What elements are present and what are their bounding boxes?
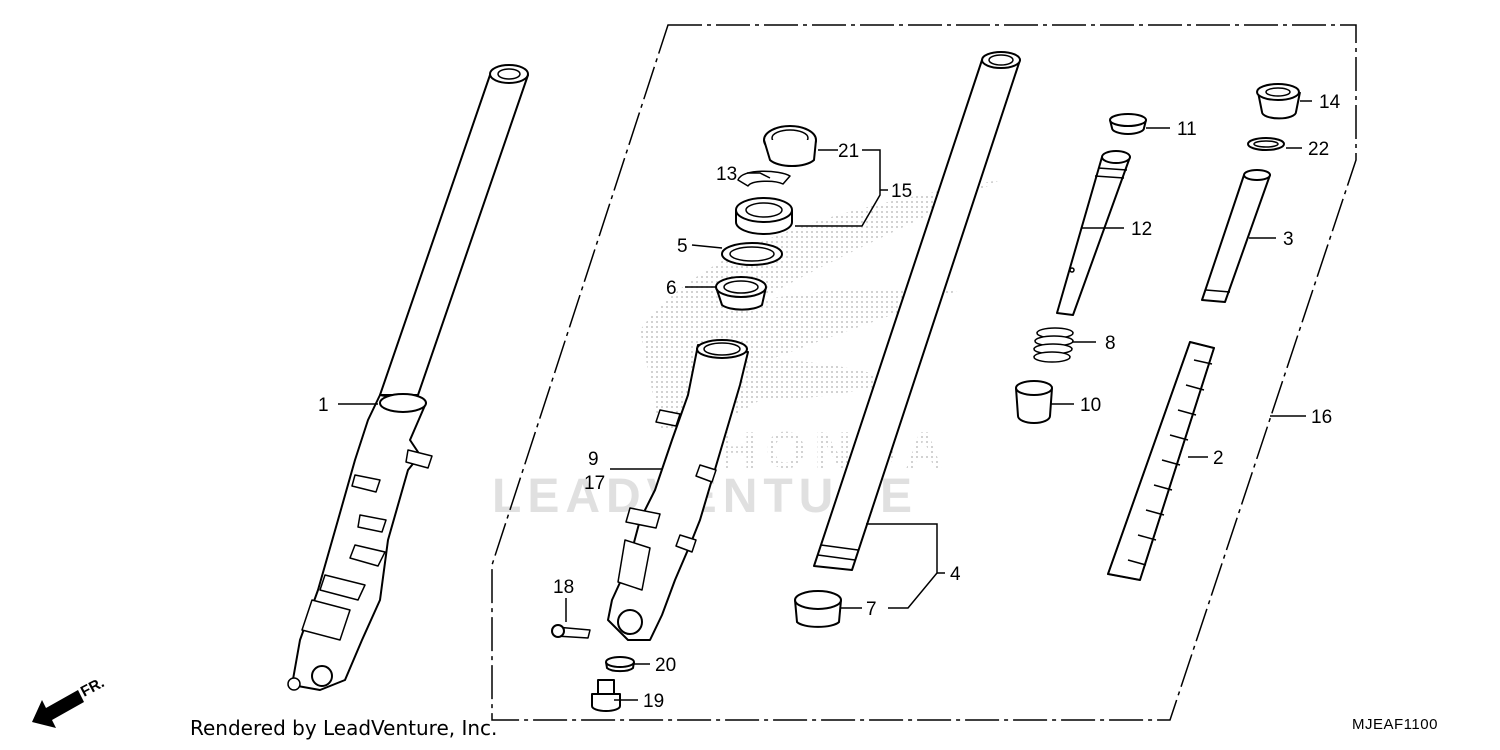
callouts: 1 2 3 4 5 6 7 8 9 10 11 12 13 14 15 16 1… xyxy=(318,92,1341,712)
callout-12: 12 xyxy=(1131,219,1152,240)
drain-bolt xyxy=(591,679,621,712)
callout-21: 21 xyxy=(838,141,859,162)
damper-rod xyxy=(1056,150,1131,316)
callout-10: 10 xyxy=(1080,395,1101,416)
front-direction-label: FR. xyxy=(78,674,107,700)
pipe-bushing xyxy=(794,590,842,628)
callout-13: 13 xyxy=(716,164,737,185)
callout-15: 15 xyxy=(891,181,912,202)
watermark-brand: HONDA xyxy=(720,422,951,480)
oil-lock-piece xyxy=(1015,380,1053,424)
callout-14: 14 xyxy=(1319,92,1341,113)
slider-bushing xyxy=(715,276,767,311)
backup-ring xyxy=(721,242,783,266)
callout-18: 18 xyxy=(553,577,574,598)
spring-seat xyxy=(1109,113,1147,135)
callout-9: 9 xyxy=(588,449,599,470)
callout-19: 19 xyxy=(643,691,664,712)
render-credit: Rendered by LeadVenture, Inc. xyxy=(190,716,498,740)
callout-16: 16 xyxy=(1311,407,1332,428)
o-ring xyxy=(1247,137,1285,151)
callout-20: 20 xyxy=(655,655,676,676)
stopper-ring xyxy=(737,170,791,187)
assembly-frame xyxy=(491,24,1357,721)
fork-bolt xyxy=(1256,83,1301,120)
front-direction-arrow-icon: FR. xyxy=(32,674,107,728)
callout-11: 11 xyxy=(1177,119,1197,140)
callout-1: 1 xyxy=(318,395,329,416)
callout-5: 5 xyxy=(677,236,688,257)
fork-pipe xyxy=(813,51,1021,571)
dust-seal xyxy=(763,125,817,168)
fork-spring xyxy=(1107,341,1215,581)
leader-lines xyxy=(338,100,1312,701)
callout-3: 3 xyxy=(1283,229,1294,250)
spring-collar xyxy=(1201,169,1271,303)
fork-slider xyxy=(607,339,749,641)
diagram-code: MJEAF1100 xyxy=(1352,716,1438,733)
callout-6: 6 xyxy=(666,278,677,299)
oil-seal xyxy=(735,197,793,235)
socket-bolt xyxy=(551,624,591,639)
callout-2: 2 xyxy=(1213,448,1224,469)
callout-4: 4 xyxy=(950,564,961,585)
callout-22: 22 xyxy=(1308,139,1329,160)
fork-leg-assembly xyxy=(287,64,529,691)
callout-7: 7 xyxy=(866,599,877,620)
sealing-washer xyxy=(605,656,635,673)
callout-17: 17 xyxy=(584,473,605,494)
callout-8: 8 xyxy=(1105,333,1116,354)
rebound-spring xyxy=(1033,327,1074,363)
